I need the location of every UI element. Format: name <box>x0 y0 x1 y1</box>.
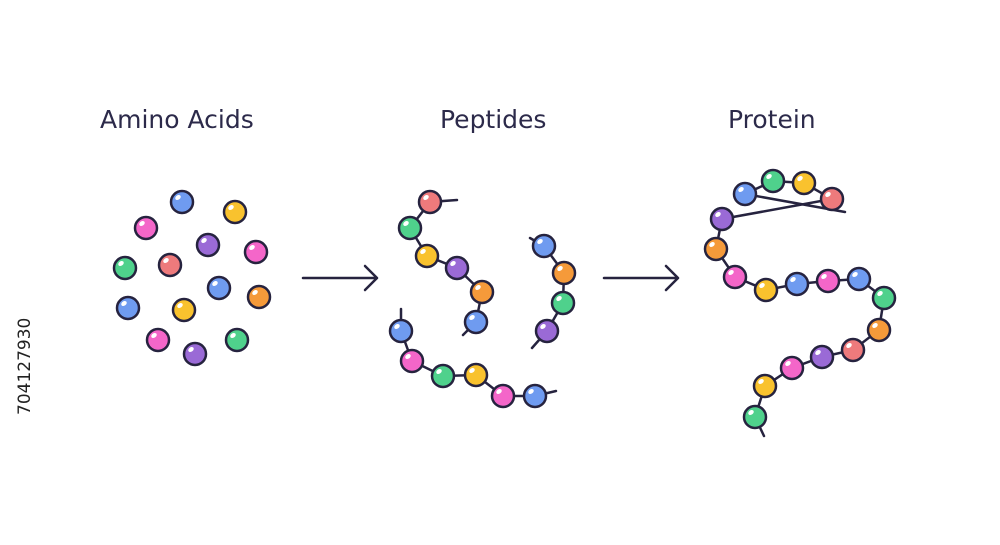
protein-chain-bead <box>752 373 778 399</box>
protein-label: Protein <box>728 105 816 134</box>
protein-chain-bead <box>779 355 805 381</box>
protein-group <box>703 168 897 438</box>
protein-chain-bead <box>791 170 817 196</box>
amino-acid <box>169 189 195 215</box>
protein-chain-bead <box>819 186 845 212</box>
amino-acid <box>206 275 232 301</box>
peptide-chain-1-bead <box>444 255 470 281</box>
amino-acid <box>222 199 248 225</box>
amino-acid <box>182 341 208 367</box>
amino-acid <box>243 239 269 265</box>
protein-chain-bead <box>742 404 768 430</box>
peptide-chain-1-bead <box>397 215 423 241</box>
peptides-group <box>388 189 577 409</box>
arrow-amino-acids-to-peptides <box>301 264 379 292</box>
amino-acid <box>112 255 138 281</box>
peptide-chain-3-bead <box>430 363 456 389</box>
peptide-chain-2-bead <box>531 233 557 259</box>
amino-acid <box>195 232 221 258</box>
peptide-chain-2-bead <box>550 290 576 316</box>
amino-acid <box>145 327 171 353</box>
peptide-chain-1-bead <box>417 189 443 215</box>
protein-chain-bead <box>709 206 735 232</box>
peptide-chain-3-bead <box>522 383 548 409</box>
peptide-chain-3-bead <box>388 318 414 344</box>
amino-acids-group <box>112 189 272 367</box>
protein-chain-bead <box>784 271 810 297</box>
peptide-chain-1-bead <box>414 243 440 269</box>
protein-chain-bead <box>866 317 892 343</box>
peptide-chain-3-bead <box>399 348 425 374</box>
peptide-chain-2-bead <box>534 318 560 344</box>
protein-chain-bead <box>732 181 758 207</box>
amino-acid <box>115 295 141 321</box>
protein-chain-bead <box>815 268 841 294</box>
amino-acid <box>133 215 159 241</box>
amino-acids-label: Amino Acids <box>100 105 254 134</box>
stock-id-text: 704127930 <box>15 318 35 415</box>
amino-acid <box>157 252 183 278</box>
peptide-chain-1-bead <box>463 309 489 335</box>
arrow-peptides-to-protein <box>602 264 680 292</box>
protein-chain-bead <box>840 337 866 363</box>
peptide-chain-1-bead <box>469 279 495 305</box>
amino-acid <box>171 297 197 323</box>
protein-chain-bead <box>809 344 835 370</box>
amino-acid <box>224 327 250 353</box>
protein-chain-bead <box>753 277 779 303</box>
protein-chain-bead <box>846 266 872 292</box>
protein-chain-bead <box>871 285 897 311</box>
protein-chain-backbone <box>714 179 886 438</box>
amino-acid <box>246 284 272 310</box>
peptide-chain-3-bead <box>463 362 489 388</box>
peptides-label: Peptides <box>440 105 546 134</box>
protein-chain-bead <box>722 264 748 290</box>
peptide-chain-2-bead <box>551 260 577 286</box>
peptide-chain-3-bead <box>490 383 516 409</box>
protein-chain-bead <box>703 236 729 262</box>
protein-chain-bead <box>760 168 786 194</box>
